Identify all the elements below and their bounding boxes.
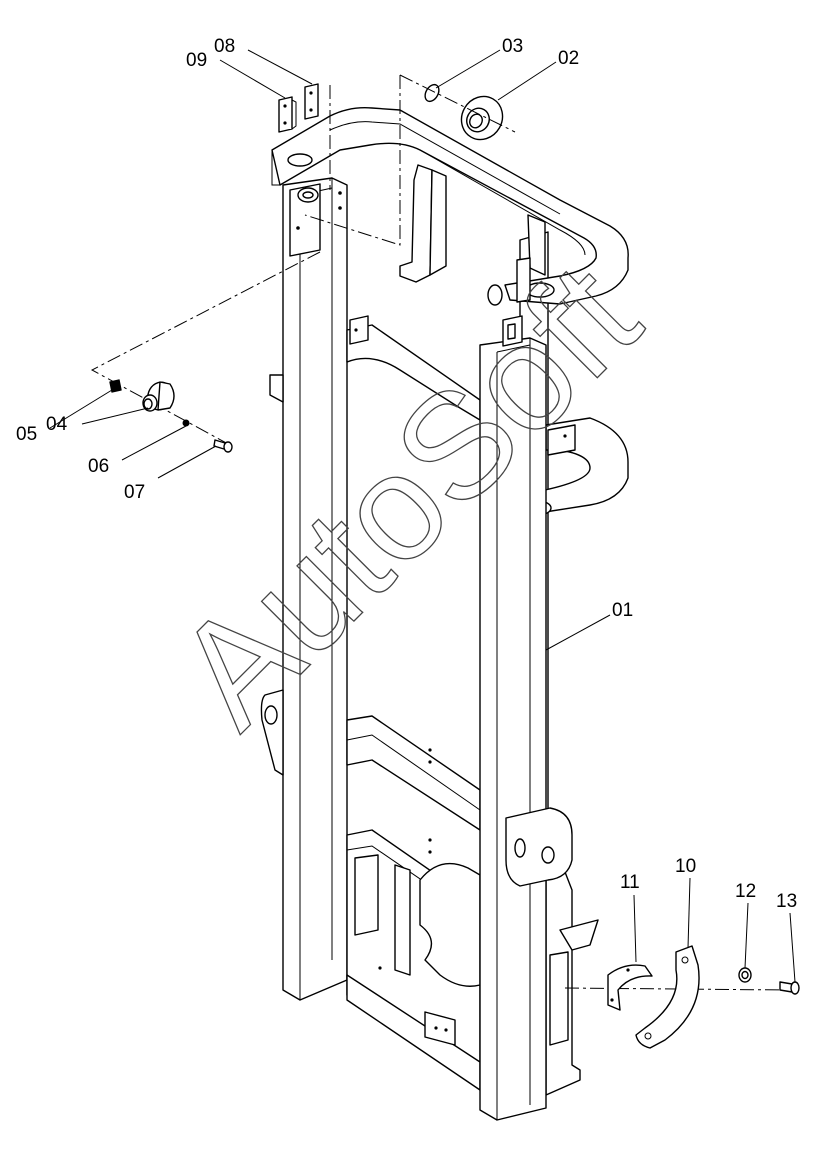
crossmember-hanger-left [399, 164, 447, 283]
callout-label-09: 09 [186, 50, 207, 71]
callout-label-06: 06 [88, 456, 109, 477]
callout-label-13: 13 [776, 891, 797, 912]
callout-05: 05 [16, 389, 113, 445]
callout-11: 11 [620, 872, 640, 963]
callout-label-11: 11 [620, 872, 640, 893]
callout-label-07: 07 [124, 482, 145, 503]
part-09-plate [278, 96, 297, 133]
callout-08: 08 [214, 36, 313, 85]
part-02-bearing [460, 95, 504, 141]
mast-left-rail [260, 177, 348, 1001]
callout-01: 01 [545, 600, 633, 651]
part-10-clamp [635, 945, 700, 1049]
callout-13: 13 [776, 891, 797, 983]
part-04-roller [142, 381, 175, 412]
part-05-shim [109, 379, 122, 393]
callout-label-01: 01 [612, 600, 633, 621]
callout-label-02: 02 [558, 48, 579, 69]
part-07-bolt [213, 439, 233, 453]
callout-06: 06 [88, 425, 187, 477]
callout-10: 10 [675, 856, 696, 949]
callout-label-05: 05 [16, 424, 37, 445]
part-03-snap-ring [424, 83, 440, 103]
callout-03: 03 [435, 36, 523, 89]
callout-04: 04 [46, 407, 149, 435]
part-12-nut [738, 967, 752, 983]
part-11-half-clamp [607, 964, 653, 1011]
mast-base [346, 829, 599, 1096]
lower-cross-tie [346, 715, 481, 831]
callout-07: 07 [124, 445, 217, 503]
callout-09: 09 [186, 50, 286, 99]
part-13-bolt [779, 981, 800, 995]
callout-02: 02 [497, 48, 579, 101]
callout-label-12: 12 [735, 881, 756, 902]
part-08-plate [304, 83, 319, 120]
crossmember-hanger-right [527, 214, 546, 276]
callout-label-10: 10 [675, 856, 696, 877]
callout-label-08: 08 [214, 36, 235, 57]
callout-12: 12 [735, 881, 756, 969]
mast-right-rail [479, 257, 573, 1121]
callout-label-03: 03 [502, 36, 523, 57]
part-06-washer [182, 419, 190, 427]
callout-label-04: 04 [46, 414, 68, 435]
